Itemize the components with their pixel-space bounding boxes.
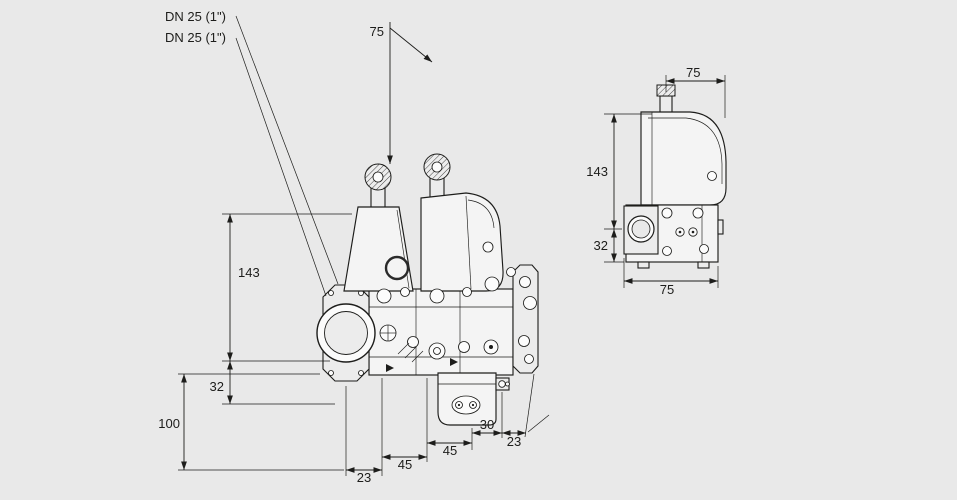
body-detail-holes [379, 324, 499, 372]
dim-label-bottom-5: 23 [507, 434, 521, 449]
dim-label-bottom-3: 45 [443, 443, 457, 458]
dim-label-bottom-2: 45 [398, 457, 412, 472]
front-dimension-lines [178, 22, 550, 476]
front-valve-graphic [316, 153, 539, 426]
dim-label-spacing: 75 [370, 24, 384, 39]
side-dim-label-top: 75 [686, 65, 700, 80]
dim-label-height-upper: 143 [238, 265, 260, 280]
flow-arrow-icon [450, 358, 458, 366]
left-actuator [343, 163, 414, 292]
front-view: DN 25 (1") DN 25 (1") [158, 9, 550, 485]
dim-label-height-lower: 100 [158, 416, 180, 431]
dn-leader-lines [235, 15, 339, 297]
side-dimension-lines [604, 75, 726, 288]
side-view: 75 143 32 75 [586, 65, 727, 297]
side-actuator [640, 84, 727, 206]
side-flange [623, 205, 659, 255]
side-dim-label-height-lower: 32 [594, 238, 608, 253]
dim-label-bottom-4: 30 [480, 417, 494, 432]
coil-grommet [384, 255, 410, 281]
bottom-block [437, 372, 510, 426]
label-dn-1: DN 25 (1") [165, 9, 226, 24]
side-valve-graphic [623, 84, 727, 269]
side-dim-label-width: 75 [660, 282, 674, 297]
right-actuator [420, 153, 504, 292]
inlet-flange [316, 284, 376, 382]
outlet-flange [506, 264, 539, 374]
label-dn-2: DN 25 (1") [165, 30, 226, 45]
inlet-bore-inner [324, 311, 368, 355]
side-dim-label-height-upper: 143 [586, 164, 608, 179]
dim-label-bottom-1: 23 [357, 470, 371, 485]
dim-label-height-mid: 32 [210, 379, 224, 394]
side-bore-inner [631, 219, 651, 239]
flow-arrow-icon [386, 364, 394, 372]
top-bolt-holes [376, 276, 500, 304]
